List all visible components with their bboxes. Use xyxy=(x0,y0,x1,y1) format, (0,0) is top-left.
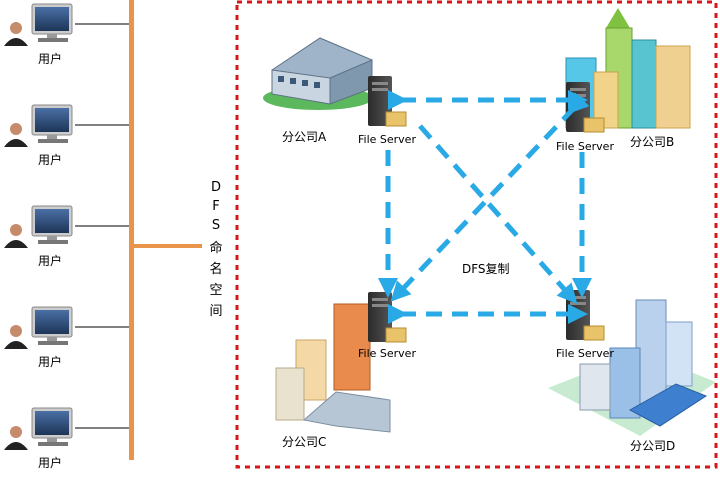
server-c-label: File Server xyxy=(358,347,416,360)
branch-a-label: 分公司A xyxy=(282,130,327,144)
building-b-icon xyxy=(565,8,691,129)
namespace-label-char-2: F xyxy=(212,199,220,214)
server-c-icon xyxy=(368,292,407,343)
server-d-label: File Server xyxy=(556,347,614,360)
user-icon-4 xyxy=(4,306,73,349)
user-icon-3 xyxy=(4,205,73,248)
branch-d-label: 分公司D xyxy=(630,439,676,453)
namespace-label-char-7: 间 xyxy=(209,304,223,319)
user-icon-2 xyxy=(4,104,73,147)
user-icon-1 xyxy=(4,3,73,46)
dfs-boundary xyxy=(235,0,718,469)
namespace-bus xyxy=(129,0,134,460)
building-d-icon xyxy=(548,299,716,436)
namespace-label-char-3: S xyxy=(211,218,221,233)
namespace-label-char-4: 命 xyxy=(209,241,223,256)
namespace-label-char-1: D xyxy=(210,180,221,195)
user-label-3: 用户 xyxy=(37,254,62,268)
building-c-icon xyxy=(275,303,391,433)
user-label-4: 用户 xyxy=(37,355,62,369)
namespace-label-char-6: 空 xyxy=(209,283,223,298)
user-label-1: 用户 xyxy=(37,52,62,66)
server-a-label: File Server xyxy=(358,133,416,146)
replication-b-c xyxy=(390,92,590,302)
building-a-icon xyxy=(263,37,373,110)
branch-b-label: 分公司B xyxy=(630,135,675,149)
user-label-2: 用户 xyxy=(37,153,62,167)
replication-links xyxy=(378,90,592,324)
user-icon-5 xyxy=(4,407,73,450)
branch-c-label: 分公司C xyxy=(282,435,327,449)
user-label-5: 用户 xyxy=(37,456,62,470)
namespace-label-char-5: 名 xyxy=(209,262,223,277)
server-b-label: File Server xyxy=(556,140,614,153)
namespace-connector xyxy=(134,244,202,248)
user-links xyxy=(75,23,129,429)
replication-label: DFS复制 xyxy=(462,262,510,276)
